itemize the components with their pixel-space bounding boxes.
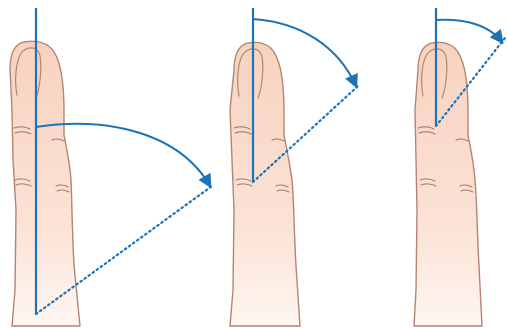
panel-right [414, 8, 505, 326]
rotation-arrow-right [436, 20, 502, 42]
panel-middle [230, 8, 358, 326]
